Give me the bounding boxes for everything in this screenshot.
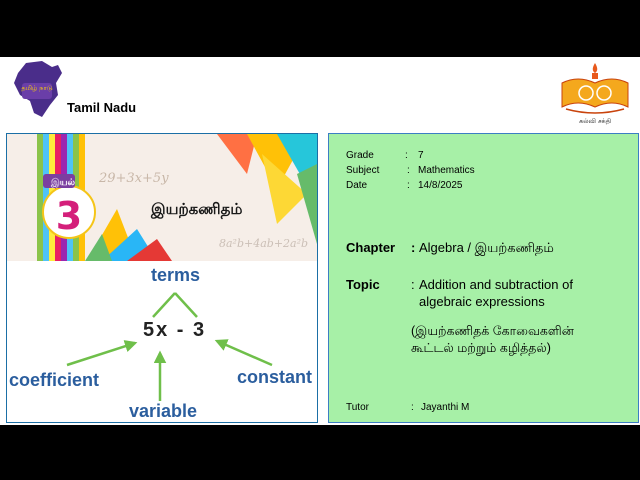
lesson-info-panel: Grade : 7 Subject : Mathematics Date : 1… [328,133,639,423]
grade-value: 7 [418,150,424,161]
lesson-image-panel: இயல் 3 29+3x+5y இயற்கணிதம் 8a²b+4ab+2a²b [6,133,318,423]
date-colon: : [407,180,410,191]
topic-line-1: Addition and subtraction of [419,277,573,292]
subject-label: Subject [346,165,380,176]
kalvi-sakthi-logo-icon: கல்வி சக்தி [561,63,629,125]
tamil-topic-line-1: (இயற்கணிதக் கோவைகளின் [411,324,574,338]
subject-value: Mathematics [418,165,475,176]
variable-label: variable [129,401,198,421]
grade-label: Grade [346,150,374,161]
tutor-value: Jayanthi M [421,402,470,413]
tutor-label: Tutor [346,402,369,413]
chapter-label-info: Chapter [346,240,396,255]
terms-arrow-right [174,292,198,318]
expression-label: 5x - 3 [143,319,207,341]
coefficient-label: coefficient [9,370,100,390]
tamil-nadu-map-icon: தமிழ் நாடு [14,61,62,117]
constant-label: constant [237,367,313,387]
grade-colon: : [405,150,408,161]
expression-diagram: terms 5x - 3 coefficient constant variab… [7,261,317,422]
topic-label: Topic [346,277,380,292]
terms-arrow-left [152,292,176,318]
topic-colon: : [411,277,415,292]
cover-expression-1: 29+3x+5y [99,171,169,186]
subject-colon: : [407,165,410,176]
kalvi-logo-text: கல்வி சக்தி [579,117,612,125]
cover-expression-2: 8a²b+4ab+2a²b [219,237,309,250]
cover-background [7,134,317,261]
constant-arrow [214,339,273,367]
date-label: Date [346,180,368,191]
diagram-arrows [66,292,273,401]
chapter-number: 3 [55,194,83,238]
slide: தமிழ் நாடு Tamil Nadu கல்வி சக்தி [0,57,640,425]
chapter-cover: இயல் 3 29+3x+5y இயற்கணிதம் 8a²b+4ab+2a²b [7,134,317,261]
date-value: 14/8/2025 [418,180,463,191]
tutor-colon: : [411,402,414,413]
chapter-colon: : [411,240,416,255]
cover-title: இயற்கணிதம் [151,200,243,218]
topic-line-2: algebraic expressions [419,294,545,309]
tamil-topic-line-2: கூட்டல் மற்றும் கழித்தல்) [411,341,551,355]
state-title: Tamil Nadu [67,100,137,115]
coefficient-arrow [66,340,138,367]
terms-label: terms [151,265,201,285]
chapter-value: Algebra / இயற்கணிதம் [419,240,554,255]
map-logo-text: தமிழ் நாடு [21,84,52,92]
chapter-label: இயல் [51,177,75,187]
